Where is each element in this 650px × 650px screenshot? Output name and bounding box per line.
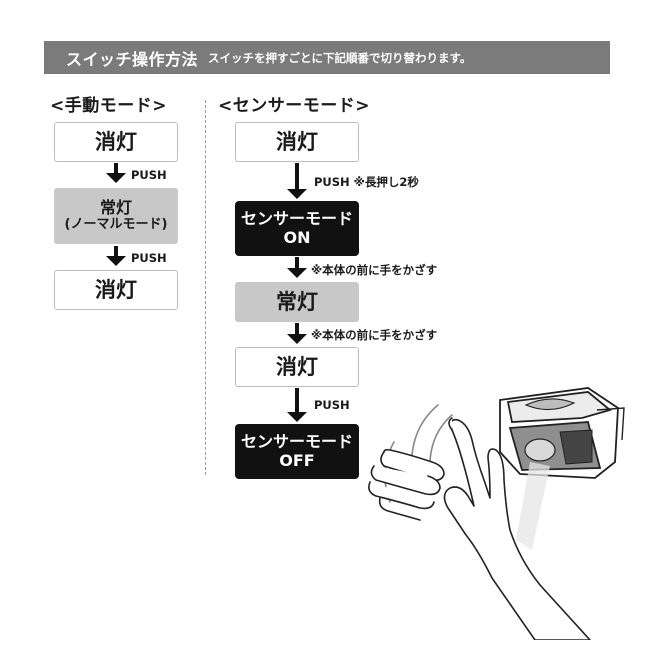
headlamp-icon <box>500 388 624 478</box>
sensor-step-on-sub: ON <box>284 229 311 247</box>
sensor-step-off-mode: センサーモード OFF <box>235 424 359 479</box>
sensor-arrow-2 <box>287 257 307 278</box>
manual-step-steady-label: 常灯 <box>100 199 132 217</box>
manual-arrow-2 <box>106 246 126 266</box>
sensor-step-off-1-label: 消灯 <box>276 132 318 153</box>
sensor-step-off-2: 消灯 <box>235 347 359 387</box>
manual-step-off-1-label: 消灯 <box>95 132 137 153</box>
manual-arrow-2-label: PUSH <box>131 251 167 265</box>
manual-step-off-2-label: 消灯 <box>95 280 137 301</box>
sensor-step-steady-label: 常灯 <box>276 292 318 313</box>
header-title: スイッチ操作方法 <box>66 46 198 70</box>
sensor-step-off-2-label: 消灯 <box>276 357 318 378</box>
manual-arrow-1-label: PUSH <box>131 168 167 182</box>
sensor-step-steady: 常灯 <box>235 282 359 322</box>
sensor-arrow-1 <box>287 163 307 199</box>
sensor-step-on-label: センサーモード <box>241 210 353 228</box>
sensor-arrow-1-label: PUSH ※長押し2秒 <box>314 174 419 190</box>
sensor-mode-title: <センサーモード> <box>218 91 370 116</box>
manual-step-off-2: 消灯 <box>54 270 178 310</box>
sensor-step-on: センサーモード ON <box>235 201 359 256</box>
column-divider <box>205 100 206 475</box>
sensor-arrow-4 <box>287 388 307 422</box>
manual-step-steady-sub: (ノーマルモード) <box>65 217 168 233</box>
sensor-step-off-mode-label: センサーモード <box>241 433 353 451</box>
manual-mode-title: <手動モード> <box>50 91 167 116</box>
header-subtitle: スイッチを押すごとに下記順番で切り替わります。 <box>208 50 471 66</box>
manual-step-steady: 常灯 (ノーマルモード) <box>54 188 178 244</box>
sensor-step-off-1: 消灯 <box>235 122 359 162</box>
sensor-arrow-3 <box>287 323 307 344</box>
header-bar: スイッチ操作方法 スイッチを押すごとに下記順番で切り替わります。 <box>44 41 610 74</box>
sensor-arrow-4-label: PUSH <box>314 398 350 412</box>
sensor-arrow-2-label: ※本体の前に手をかざす <box>311 262 437 278</box>
sensor-step-off-mode-sub: OFF <box>279 452 314 470</box>
manual-arrow-1 <box>106 163 126 183</box>
illustration <box>360 370 630 640</box>
sensor-arrow-3-label: ※本体の前に手をかざす <box>311 327 437 343</box>
manual-step-off-1: 消灯 <box>54 122 178 162</box>
